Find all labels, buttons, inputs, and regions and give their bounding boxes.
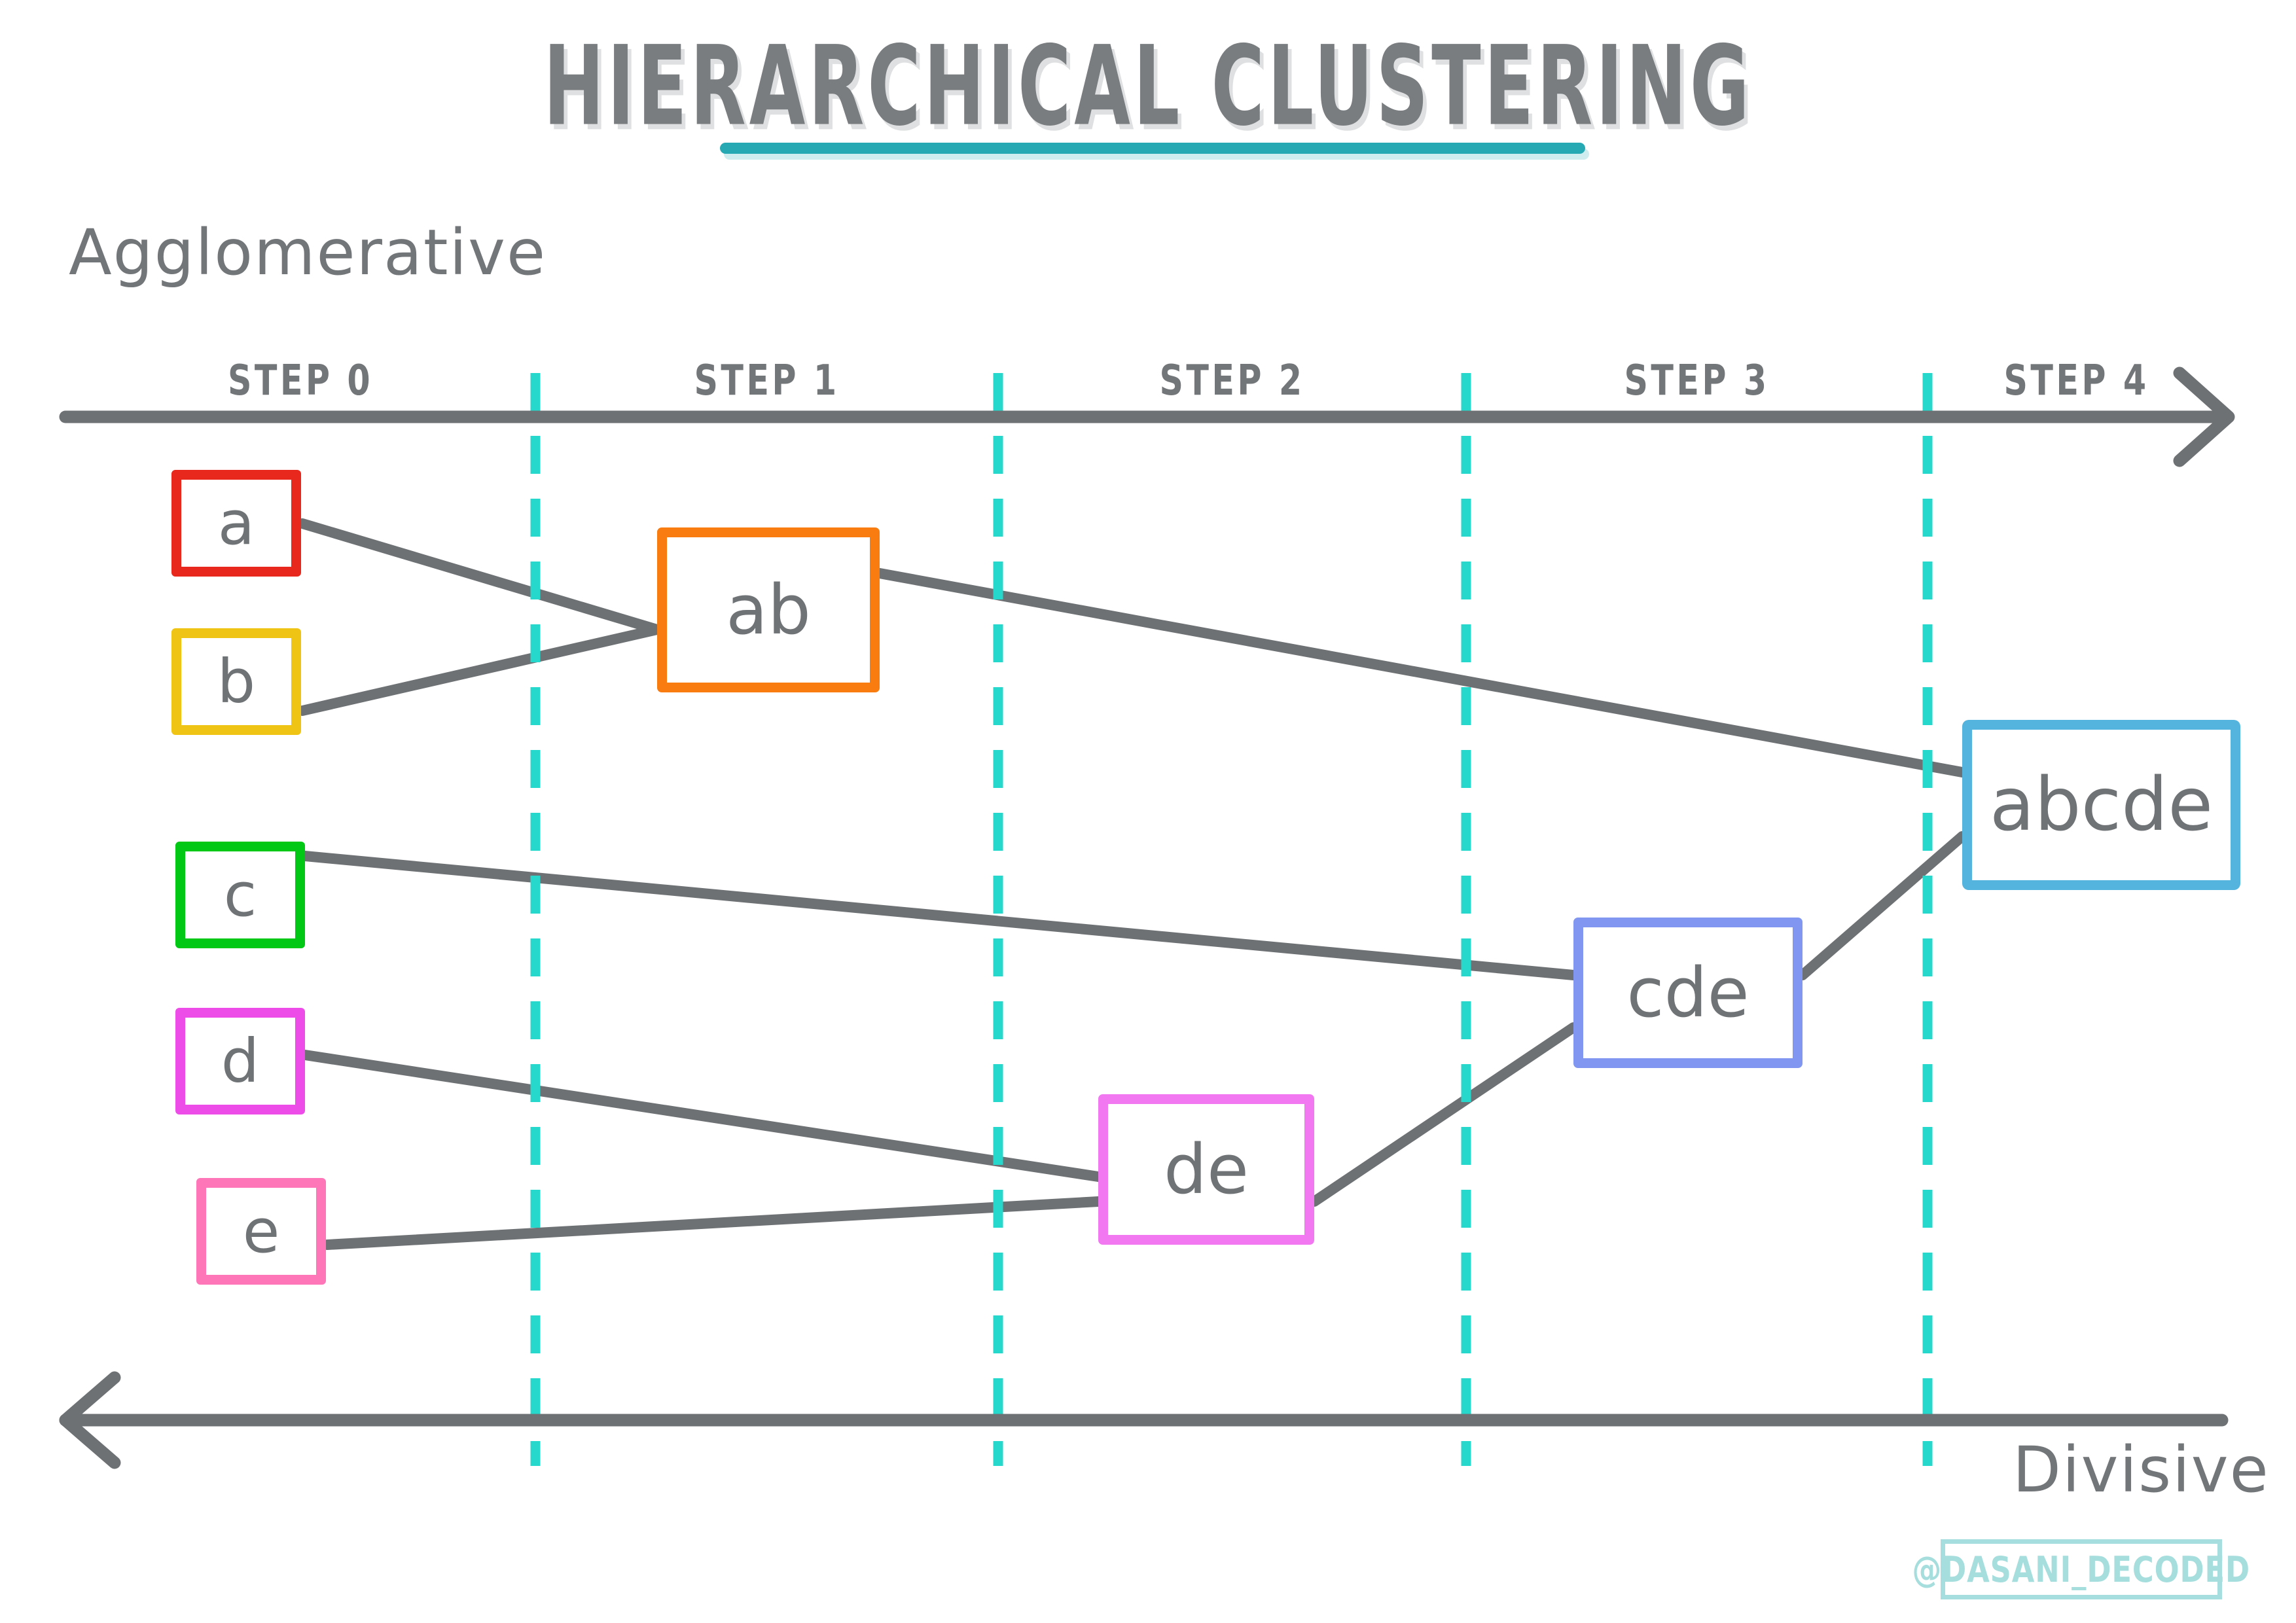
watermark-handle: @DASANI_DECODED <box>1912 1548 2251 1590</box>
agglomerative-label: Agglomerative <box>69 216 547 289</box>
cluster-node-label-b: b <box>217 646 256 717</box>
dendrogram-links <box>297 518 1967 1250</box>
link-cde-to-abcde <box>1797 831 1967 980</box>
divisive-label: Divisive <box>2013 1433 2270 1507</box>
link-c-to-cde <box>300 851 1579 980</box>
step-label-0: STEP 0 <box>227 357 374 405</box>
cluster-node-ab[interactable]: ab <box>657 527 880 692</box>
link-d-to-de <box>300 1050 1103 1182</box>
link-e-to-de <box>322 1196 1103 1250</box>
step-label-2: STEP 2 <box>1159 357 1305 405</box>
cluster-node-cde[interactable]: cde <box>1573 918 1803 1068</box>
cluster-node-label-a: a <box>217 488 255 558</box>
cluster-node-e[interactable]: e <box>196 1178 326 1285</box>
link-ab-to-abcde <box>874 568 1967 777</box>
step-label-1: STEP 1 <box>694 357 840 405</box>
top-axis-arrow <box>59 366 2235 467</box>
cluster-node-a[interactable]: a <box>171 470 301 577</box>
title-underline <box>720 143 1585 154</box>
watermark-badge: @DASANI_DECODED <box>1912 1539 2250 1599</box>
cluster-node-label-de: de <box>1164 1130 1249 1209</box>
cluster-node-d[interactable]: d <box>175 1008 305 1115</box>
cluster-node-de[interactable]: de <box>1098 1094 1314 1245</box>
cluster-node-label-ab: ab <box>726 570 811 650</box>
cluster-node-abcde[interactable]: abcde <box>1962 720 2240 890</box>
cluster-node-label-abcde: abcde <box>1989 762 2214 847</box>
cluster-node-label-c: c <box>223 859 257 930</box>
step-label-3: STEP 3 <box>1624 357 1770 405</box>
step-label-4: STEP 4 <box>2003 357 2149 405</box>
step-divider-lines <box>530 373 1933 1466</box>
link-b-to-ab <box>297 624 662 716</box>
cluster-node-label-cde: cde <box>1626 953 1749 1033</box>
link-a-to-ab <box>297 518 662 635</box>
link-de-to-cde <box>1309 1022 1579 1207</box>
page-title: HIERARCHICAL CLUSTERING <box>543 23 1753 151</box>
cluster-node-label-d: d <box>221 1026 260 1096</box>
bottom-axis-arrow <box>59 1371 2229 1469</box>
cluster-node-c[interactable]: c <box>175 842 305 948</box>
cluster-node-b[interactable]: b <box>171 628 301 735</box>
cluster-node-label-e: e <box>242 1196 280 1266</box>
